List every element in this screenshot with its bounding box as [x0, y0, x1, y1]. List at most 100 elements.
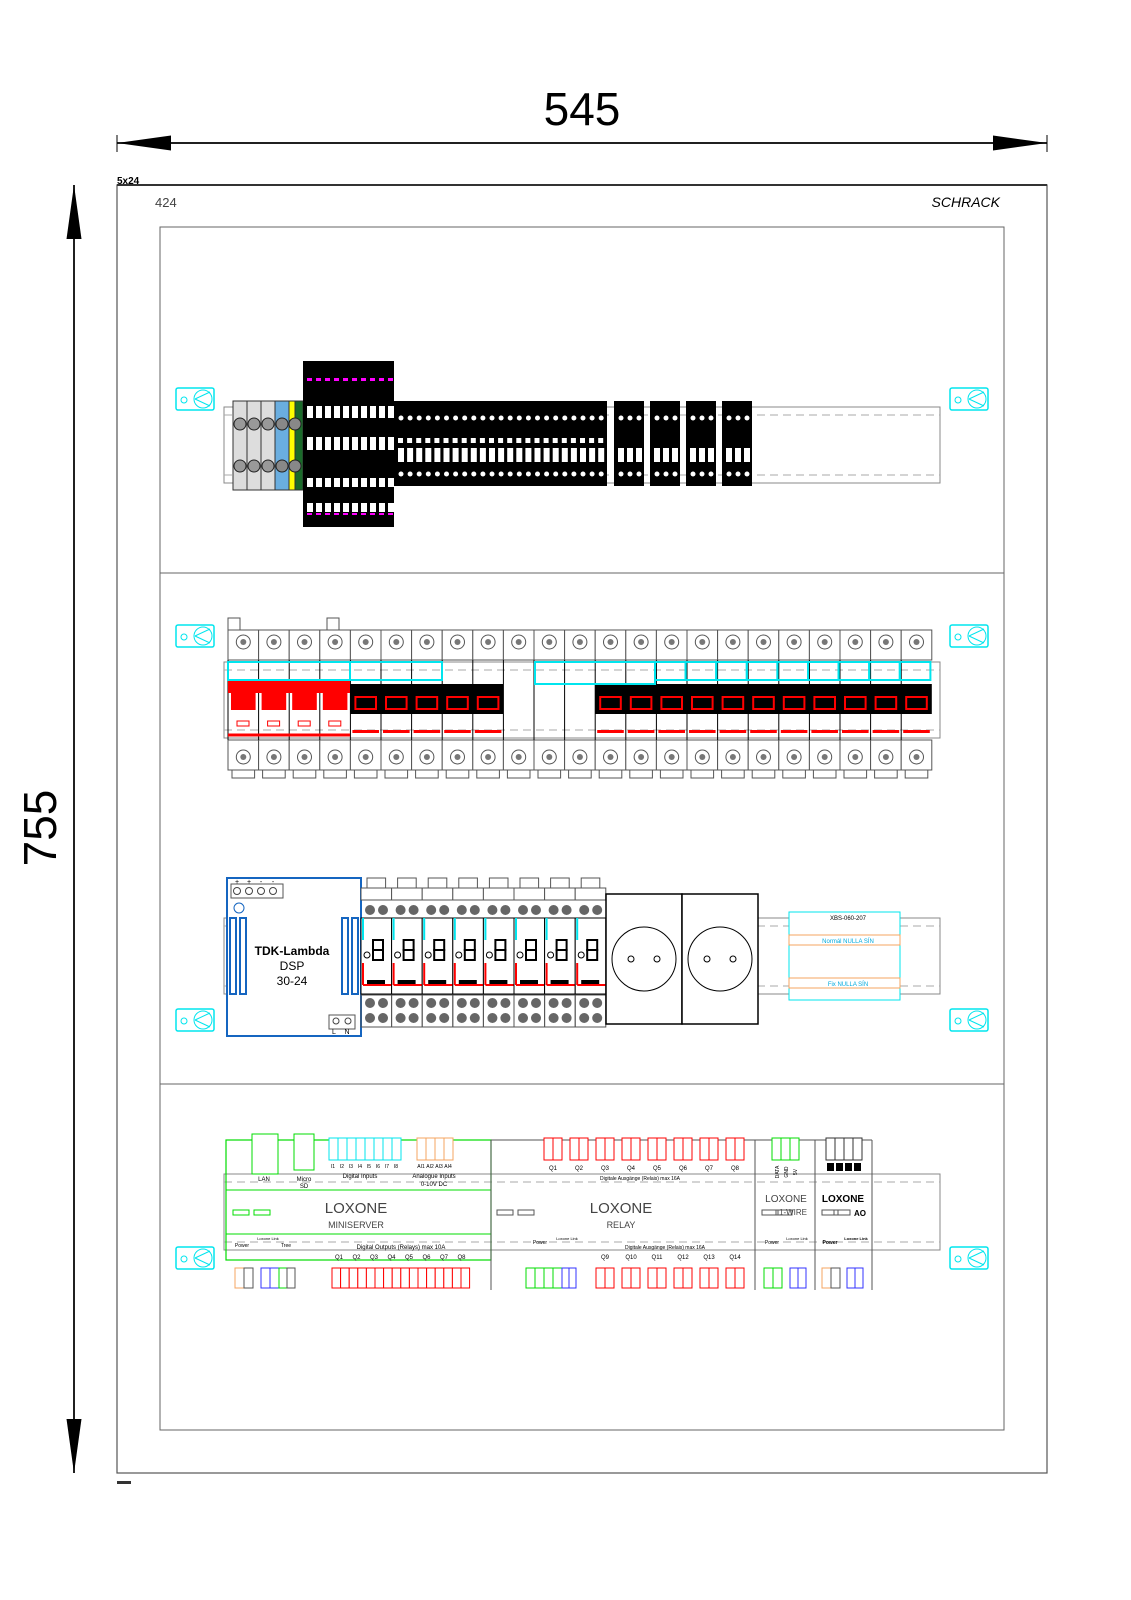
ao-terminal [825, 1137, 836, 1161]
enclosure-code: 5x24 [117, 176, 140, 187]
relay-bottom [574, 994, 607, 1028]
pin [307, 478, 313, 487]
analogue-inputs-label: Analogue Inputs [412, 1174, 455, 1180]
pin [636, 448, 642, 462]
relay-top [360, 887, 393, 901]
pin [343, 478, 349, 487]
relay-clip [397, 877, 417, 889]
relay-mark [484, 918, 487, 940]
pin [744, 448, 750, 462]
input-label: I4 [358, 1164, 362, 1170]
pin [699, 415, 705, 421]
pin [425, 448, 432, 462]
relay-terminal [595, 1137, 606, 1161]
relay-top [574, 887, 607, 901]
breaker-foot [659, 769, 684, 779]
screw-center [760, 639, 767, 645]
screw-center [454, 754, 461, 760]
relay-switch [402, 949, 415, 961]
breaker-foot [445, 769, 470, 779]
pin [516, 448, 523, 462]
clip-screw [193, 389, 213, 409]
pin [343, 406, 349, 418]
output-label: Q6 [679, 1166, 688, 1172]
pin [307, 378, 312, 381]
pin [544, 415, 550, 421]
relay-label [581, 980, 600, 984]
pin [507, 471, 513, 477]
pin [307, 503, 313, 512]
input-label: I8 [394, 1164, 398, 1170]
terminal-screw [500, 998, 511, 1008]
psu-screw [332, 1017, 340, 1025]
relay-terminal [699, 1137, 710, 1161]
input-label: I6 [376, 1164, 380, 1170]
relay-switch [372, 949, 384, 961]
socket-face [611, 926, 677, 992]
output-label: Q1 [335, 1255, 344, 1261]
breaker-foot [690, 769, 715, 779]
analog-input-terminal [416, 1137, 427, 1161]
pin [699, 471, 705, 477]
relay-mark [423, 918, 426, 940]
pin [453, 415, 459, 421]
pin [307, 437, 313, 450]
pin [480, 415, 486, 421]
terminal-screw [561, 998, 572, 1008]
pin [489, 415, 495, 421]
enclosure-number: 424 [155, 195, 177, 210]
analog-input-terminal [425, 1137, 436, 1161]
pin [334, 503, 340, 512]
breaker-handle [752, 696, 775, 710]
pin [498, 415, 504, 421]
relay-mark [362, 918, 364, 940]
power-label: Power [235, 1243, 250, 1249]
relay-terminal [725, 1137, 736, 1161]
pin [407, 438, 413, 443]
link-terminal [269, 1267, 280, 1289]
screw-center [362, 639, 369, 645]
busbar-cover [807, 661, 840, 681]
output-label: Q10 [625, 1255, 637, 1261]
breaker-foot [231, 769, 256, 779]
pin [370, 478, 376, 487]
link-terminal [789, 1267, 799, 1289]
breaker-foot [874, 769, 898, 779]
relay-terminal [734, 1137, 745, 1161]
pin [498, 471, 504, 477]
pin [618, 471, 624, 477]
psu-terminal-sign: - [272, 879, 275, 886]
micro-sd-label: Micro [297, 1177, 312, 1183]
breaker-foot [262, 769, 286, 779]
screw-center [485, 754, 492, 760]
relay-output-terminal [383, 1267, 393, 1289]
pin [471, 415, 477, 421]
busbar-cover [654, 661, 687, 681]
psu-screw [269, 887, 277, 895]
breaker-bottom-line [383, 730, 410, 733]
height-label: 755 [14, 790, 66, 867]
terminal-screw [469, 998, 480, 1008]
rail-end-clip-icon [175, 387, 215, 411]
breaker-handle [813, 696, 837, 710]
pin [361, 437, 367, 450]
rcd-test [267, 720, 281, 727]
analog-input-label: AI4 [444, 1164, 452, 1170]
pin [416, 415, 422, 421]
socket-pin [627, 955, 635, 963]
pin [618, 415, 624, 421]
clip-screw [193, 1248, 213, 1268]
pin [316, 478, 322, 487]
pin [379, 378, 384, 381]
breaker-foot [323, 769, 347, 779]
pin [553, 415, 559, 421]
busbar-cover [837, 661, 871, 681]
breaker-bottom-line [750, 730, 777, 733]
pin [307, 406, 313, 418]
relay-clip [458, 877, 478, 889]
screw-center [240, 754, 247, 760]
pin [452, 448, 459, 462]
pin [398, 448, 404, 462]
relay-switch [525, 949, 537, 961]
input-label: I3 [349, 1164, 353, 1170]
